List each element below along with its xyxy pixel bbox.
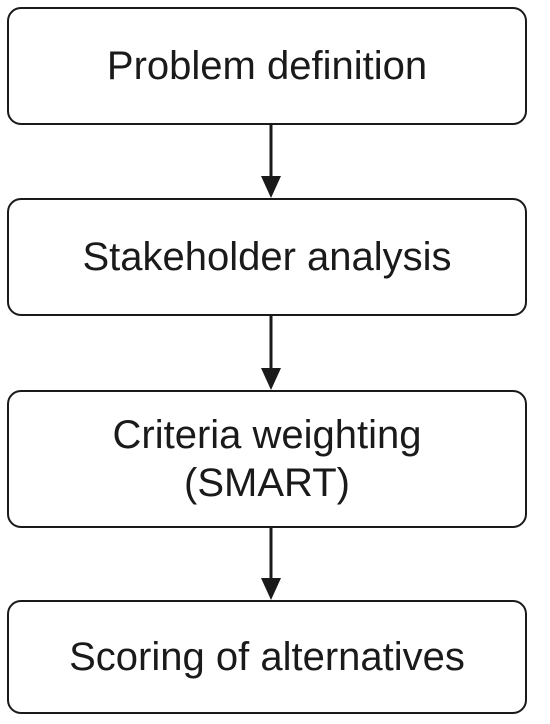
step-label: Scoring of alternatives xyxy=(69,635,465,679)
arrow-1-to-2 xyxy=(261,125,281,198)
step-stakeholder-analysis: Stakeholder analysis xyxy=(7,198,527,316)
step-label: Criteria weighting xyxy=(112,413,422,457)
arrow-3-to-4 xyxy=(261,528,281,600)
step-sublabel: (SMART) xyxy=(184,461,350,505)
step-problem-definition: Problem definition xyxy=(7,7,527,125)
arrow-2-to-3 xyxy=(261,316,281,390)
step-label: Problem definition xyxy=(106,44,428,88)
step-label: Stakeholder analysis xyxy=(82,235,452,279)
step-scoring-of-alternatives: Scoring of alternatives xyxy=(7,600,527,714)
step-criteria-weighting: Criteria weighting (SMART) xyxy=(7,390,527,528)
